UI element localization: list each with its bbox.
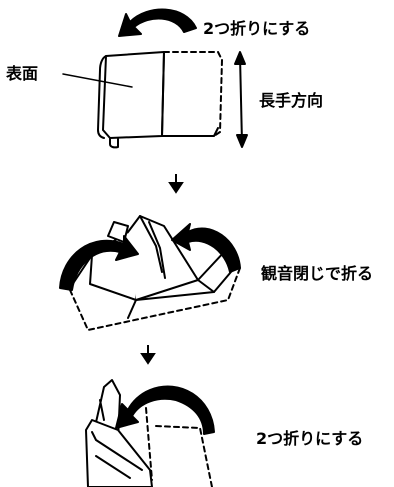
surface-label: 表面	[6, 64, 39, 83]
step-arrow-1	[168, 174, 184, 194]
step3-instruction-label: 2つ折りにする	[256, 429, 364, 448]
step3-fold-arrow	[115, 385, 215, 435]
step-arrow-2	[140, 345, 156, 365]
long-direction-label: 長手方向	[259, 91, 324, 110]
step3-illustration	[85, 379, 215, 487]
step2-right-fold-arrow	[171, 223, 241, 273]
step1-right-panel-dashed	[163, 51, 223, 137]
step1-fold-arrow	[118, 8, 197, 37]
step2-illustration	[59, 215, 241, 331]
step1-illustration	[62, 8, 248, 149]
step2-left-fold-arrow	[59, 235, 139, 291]
step1-instruction-label: 2つ折りにする	[203, 19, 311, 38]
step2-instruction-label: 観音閉じで折る	[261, 264, 374, 283]
long-direction-arrow	[239, 55, 243, 144]
step1-left-panel	[102, 51, 165, 139]
surface-leader-line	[62, 73, 133, 88]
